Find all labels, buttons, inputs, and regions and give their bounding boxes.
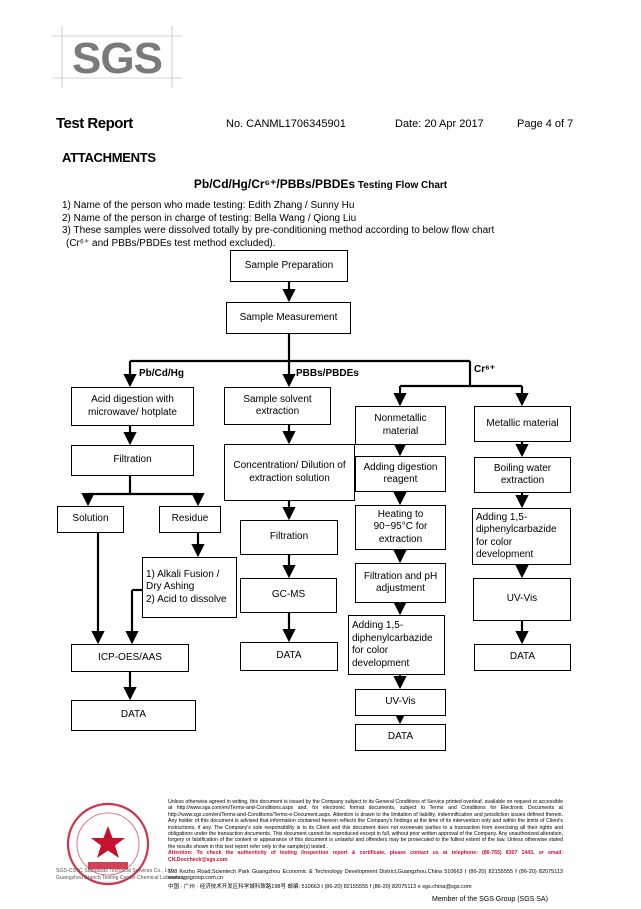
adding-dpc-box-metallic: Adding 1,5-diphenylcarbazide for color d… (472, 508, 571, 565)
report-date: Date: 20 Apr 2017 (395, 118, 484, 130)
member-of-sgs-group: Member of the SGS Group (SGS SA) (432, 896, 548, 903)
solution-box: Solution (57, 506, 124, 533)
filtration-box-pbb: Filtration (240, 520, 338, 555)
gc-ms-box: GC-MS (240, 578, 337, 613)
flow-chart-title: Pb/Cd/Hg/Cr⁶⁺/PBBs/PBDEs Testing Flow Ch… (0, 177, 641, 191)
note-line: 3) These samples were dissolved totally … (62, 225, 495, 236)
report-title: Test Report (56, 115, 133, 132)
disclaimer-text: Unless otherwise agreed in writing, this… (168, 799, 563, 850)
adding-dpc-box-nonmetallic: Adding 1,5-diphenylcarbazide for color d… (348, 615, 445, 675)
data-box-metallic: DATA (474, 644, 571, 671)
testing-notes: 1) Name of the person who made testing: … (62, 200, 582, 250)
alkali-fusion-box: 1) Alkali Fusion / Dry Ashing 2) Acid to… (142, 557, 237, 618)
lab-name-line: Guangzhou Branch Testing Center Chemical… (56, 875, 185, 881)
note-line: 1) Name of the person who made testing: … (62, 200, 355, 211)
lab-seal-stamp (66, 802, 150, 886)
authenticity-notice: Attention: To check the authenticity of … (168, 850, 563, 863)
lab-name-line: SGS-CSTC Standards Technical Services Co… (56, 868, 174, 874)
flow-chart-title-main: Pb/Cd/Hg/Cr⁶⁺/PBBs/PBDEs (193, 177, 356, 191)
branch-label-cr6: Cr⁶⁺ (474, 364, 495, 375)
report-number: No. CANML1706345901 (226, 118, 346, 130)
sample-preparation-box: Sample Preparation (230, 250, 348, 282)
data-box-nonmetallic: DATA (355, 724, 446, 751)
page-number: Page 4 of 7 (517, 118, 574, 130)
acid-digestion-box: Acid digestion with microwave/ hotplate (71, 387, 194, 426)
uv-vis-box-metallic: UV-Vis (473, 578, 571, 621)
residue-box: Residue (159, 506, 221, 533)
metallic-material-box: Metallic material (474, 406, 571, 442)
note-line: (Cr⁶⁺ and PBBs/PBDEs test method exclude… (66, 237, 276, 249)
attachments-heading: ATTACHMENTS (62, 150, 156, 165)
nonmetallic-material-box: Nonmetallic material (355, 406, 446, 445)
data-box-pbb: DATA (240, 642, 338, 671)
address-chinese: 中国 · 广州 · 经济技术开发区科学城科珠路198号 邮编: 510663 t… (168, 883, 472, 890)
footer-disclaimer: Unless otherwise agreed in writing, this… (168, 799, 563, 890)
branch-label-pb-cd-hg: Pb/Cd/Hg (139, 368, 184, 379)
filtration-ph-box: Filtration and pH adjustment (355, 563, 446, 603)
flow-chart-title-sub: Testing Flow Chart (355, 180, 448, 191)
sample-measurement-box: Sample Measurement (226, 302, 351, 334)
address-english: 198 Kezhu Road,Scientech Park Guangzhou … (168, 869, 563, 882)
icp-oes-aas-box: ICP-OES/AAS (71, 644, 189, 672)
heating-extraction-box: Heating to 90~95°C for extraction (355, 505, 446, 550)
boiling-water-extraction-box: Boiling water extraction (474, 457, 571, 493)
note-line: 2) Name of the person in charge of testi… (62, 212, 357, 224)
svg-text:SGS: SGS (72, 34, 162, 83)
uv-vis-box-nonmetallic: UV-Vis (355, 689, 446, 716)
concentration-dilution-box: Concentration/ Dilution of extraction so… (224, 444, 355, 501)
sgs-logo: SGS (52, 26, 182, 88)
lab-name-text: SGS-CSTC Standards Technical Services Co… (56, 868, 185, 882)
solvent-extraction-box: Sample solvent extraction (224, 387, 331, 425)
adding-digestion-reagent-box: Adding digestion reagent (355, 456, 446, 492)
data-box-pb: DATA (71, 700, 196, 731)
filtration-box-pb: Filtration (71, 445, 194, 476)
branch-label-pbbs-pbdes: PBBs/PBDEs (296, 368, 359, 379)
